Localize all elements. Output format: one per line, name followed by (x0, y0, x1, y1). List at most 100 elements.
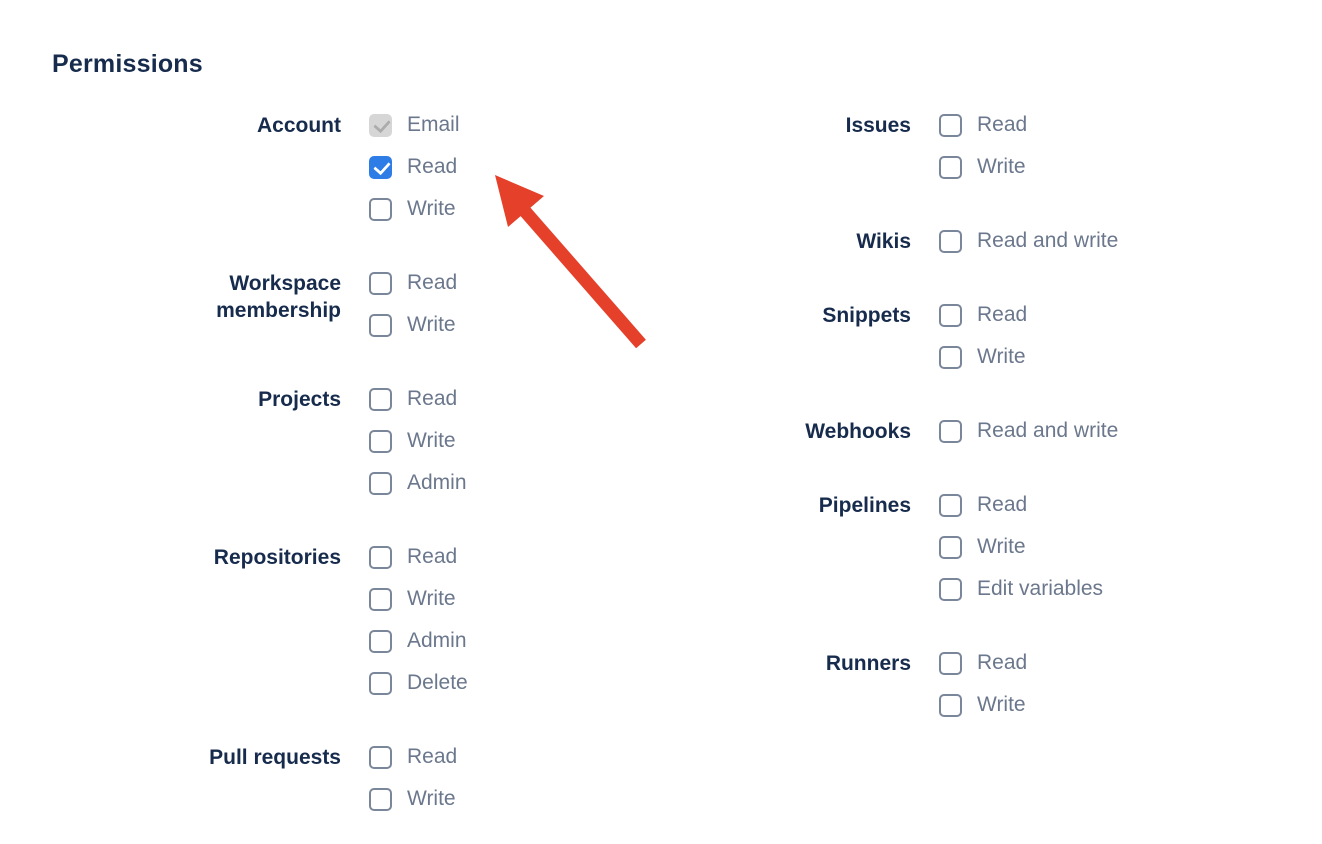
option-label[interactable]: Read (977, 493, 1028, 516)
option-label[interactable]: Read and write (977, 419, 1119, 442)
option-row-projects-admin[interactable]: Admin (369, 462, 467, 504)
checkbox-unchecked-icon[interactable] (939, 493, 962, 517)
group-label-workspace-membership: Workspace membership (216, 272, 341, 322)
option-label[interactable]: Admin (407, 629, 467, 652)
option-label[interactable]: Write (407, 197, 456, 220)
option-row-issues-read[interactable]: Read (939, 104, 1027, 146)
option-label[interactable]: Delete (407, 671, 468, 694)
option-row-pipelines-read[interactable]: Read (939, 484, 1103, 526)
group-label-pipelines: Pipelines (818, 494, 911, 517)
option-label[interactable]: Write (407, 587, 456, 610)
checkbox-unchecked-icon[interactable] (939, 113, 962, 137)
checkbox-checked-icon[interactable] (369, 155, 392, 179)
checkbox-unchecked-icon[interactable] (939, 303, 962, 327)
option-row-pull-requests-write[interactable]: Write (369, 778, 457, 820)
checkbox-unchecked-icon[interactable] (939, 229, 962, 253)
option-row-workspace-membership-read[interactable]: Read (369, 262, 457, 304)
option-label[interactable]: Read (977, 303, 1028, 326)
option-row-webhooks-read-and-write[interactable]: Read and write (939, 410, 1118, 452)
option-row-snippets-read[interactable]: Read (939, 294, 1027, 336)
checkbox-unchecked-icon[interactable] (369, 545, 392, 569)
option-label[interactable]: Read (977, 113, 1028, 136)
group-label-issues: Issues (845, 114, 911, 137)
checkbox-unchecked-icon[interactable] (939, 651, 962, 675)
option-row-repositories-admin[interactable]: Admin (369, 620, 468, 662)
option-row-pull-requests-read[interactable]: Read (369, 736, 457, 778)
option-row-runners-write[interactable]: Write (939, 684, 1027, 726)
checkbox-unchecked-icon[interactable] (939, 419, 962, 443)
option-label[interactable]: Read (407, 545, 458, 568)
option-label[interactable]: Read (977, 651, 1028, 674)
checkbox-unchecked-icon[interactable] (369, 787, 392, 811)
option-label[interactable]: Read (407, 155, 458, 178)
option-row-workspace-membership-write[interactable]: Write (369, 304, 457, 346)
option-row-runners-read[interactable]: Read (939, 642, 1027, 684)
option-label[interactable]: Write (977, 693, 1026, 716)
checkbox-unchecked-icon[interactable] (369, 429, 392, 453)
option-label[interactable]: Write (407, 429, 456, 452)
option-label[interactable]: Read (407, 387, 458, 410)
option-row-account-read[interactable]: Read (369, 146, 460, 188)
group-label-runners: Runners (825, 652, 911, 675)
checkbox-unchecked-icon[interactable] (369, 313, 392, 337)
option-row-issues-write[interactable]: Write (939, 146, 1027, 188)
option-row-repositories-read[interactable]: Read (369, 536, 468, 578)
checkbox-unchecked-icon[interactable] (939, 577, 962, 601)
option-label[interactable]: Admin (407, 471, 467, 494)
option-row-pipelines-write[interactable]: Write (939, 526, 1103, 568)
option-row-pipelines-edit-variables[interactable]: Edit variables (939, 568, 1103, 610)
checkbox-unchecked-icon[interactable] (939, 693, 962, 717)
option-label[interactable]: Write (407, 787, 456, 810)
checkbox-unchecked-icon[interactable] (369, 471, 392, 495)
checkbox-unchecked-icon[interactable] (939, 155, 962, 179)
checkbox-unchecked-icon[interactable] (369, 271, 392, 295)
group-options: Read and write (939, 410, 1118, 452)
checkbox-unchecked-icon[interactable] (369, 629, 392, 653)
option-label[interactable]: Write (977, 535, 1026, 558)
option-label[interactable]: Write (977, 345, 1026, 368)
option-row-repositories-write[interactable]: Write (369, 578, 468, 620)
option-label[interactable]: Read (407, 271, 458, 294)
option-label[interactable]: Read and write (977, 229, 1119, 252)
checkbox-unchecked-icon[interactable] (939, 535, 962, 559)
checkbox-unchecked-icon[interactable] (369, 745, 392, 769)
option-label[interactable]: Write (977, 155, 1026, 178)
option-label[interactable]: Write (407, 313, 456, 336)
option-row-snippets-write[interactable]: Write (939, 336, 1027, 378)
option-row-account-email: Email (369, 104, 460, 146)
option-label[interactable]: Edit variables (977, 577, 1104, 600)
group-label-snippets: Snippets (822, 304, 911, 327)
checkbox-unchecked-icon[interactable] (369, 671, 392, 695)
option-row-account-write[interactable]: Write (369, 188, 460, 230)
group-label-wikis: Wikis (856, 230, 911, 253)
option-row-projects-read[interactable]: Read (369, 378, 467, 420)
checkbox-unchecked-icon[interactable] (939, 345, 962, 369)
option-row-wikis-read-and-write[interactable]: Read and write (939, 220, 1118, 262)
checkbox-unchecked-icon[interactable] (369, 587, 392, 611)
group-label-account: Account (257, 114, 341, 137)
option-label[interactable]: Read (407, 745, 458, 768)
checkbox-unchecked-icon[interactable] (369, 387, 392, 411)
option-label[interactable]: Email (407, 113, 460, 136)
group-label-repositories: Repositories (213, 546, 341, 569)
option-row-projects-write[interactable]: Write (369, 420, 467, 462)
option-row-repositories-delete[interactable]: Delete (369, 662, 468, 704)
checkbox-unchecked-icon[interactable] (369, 197, 392, 221)
checkbox-checked-disabled-icon (369, 113, 392, 137)
